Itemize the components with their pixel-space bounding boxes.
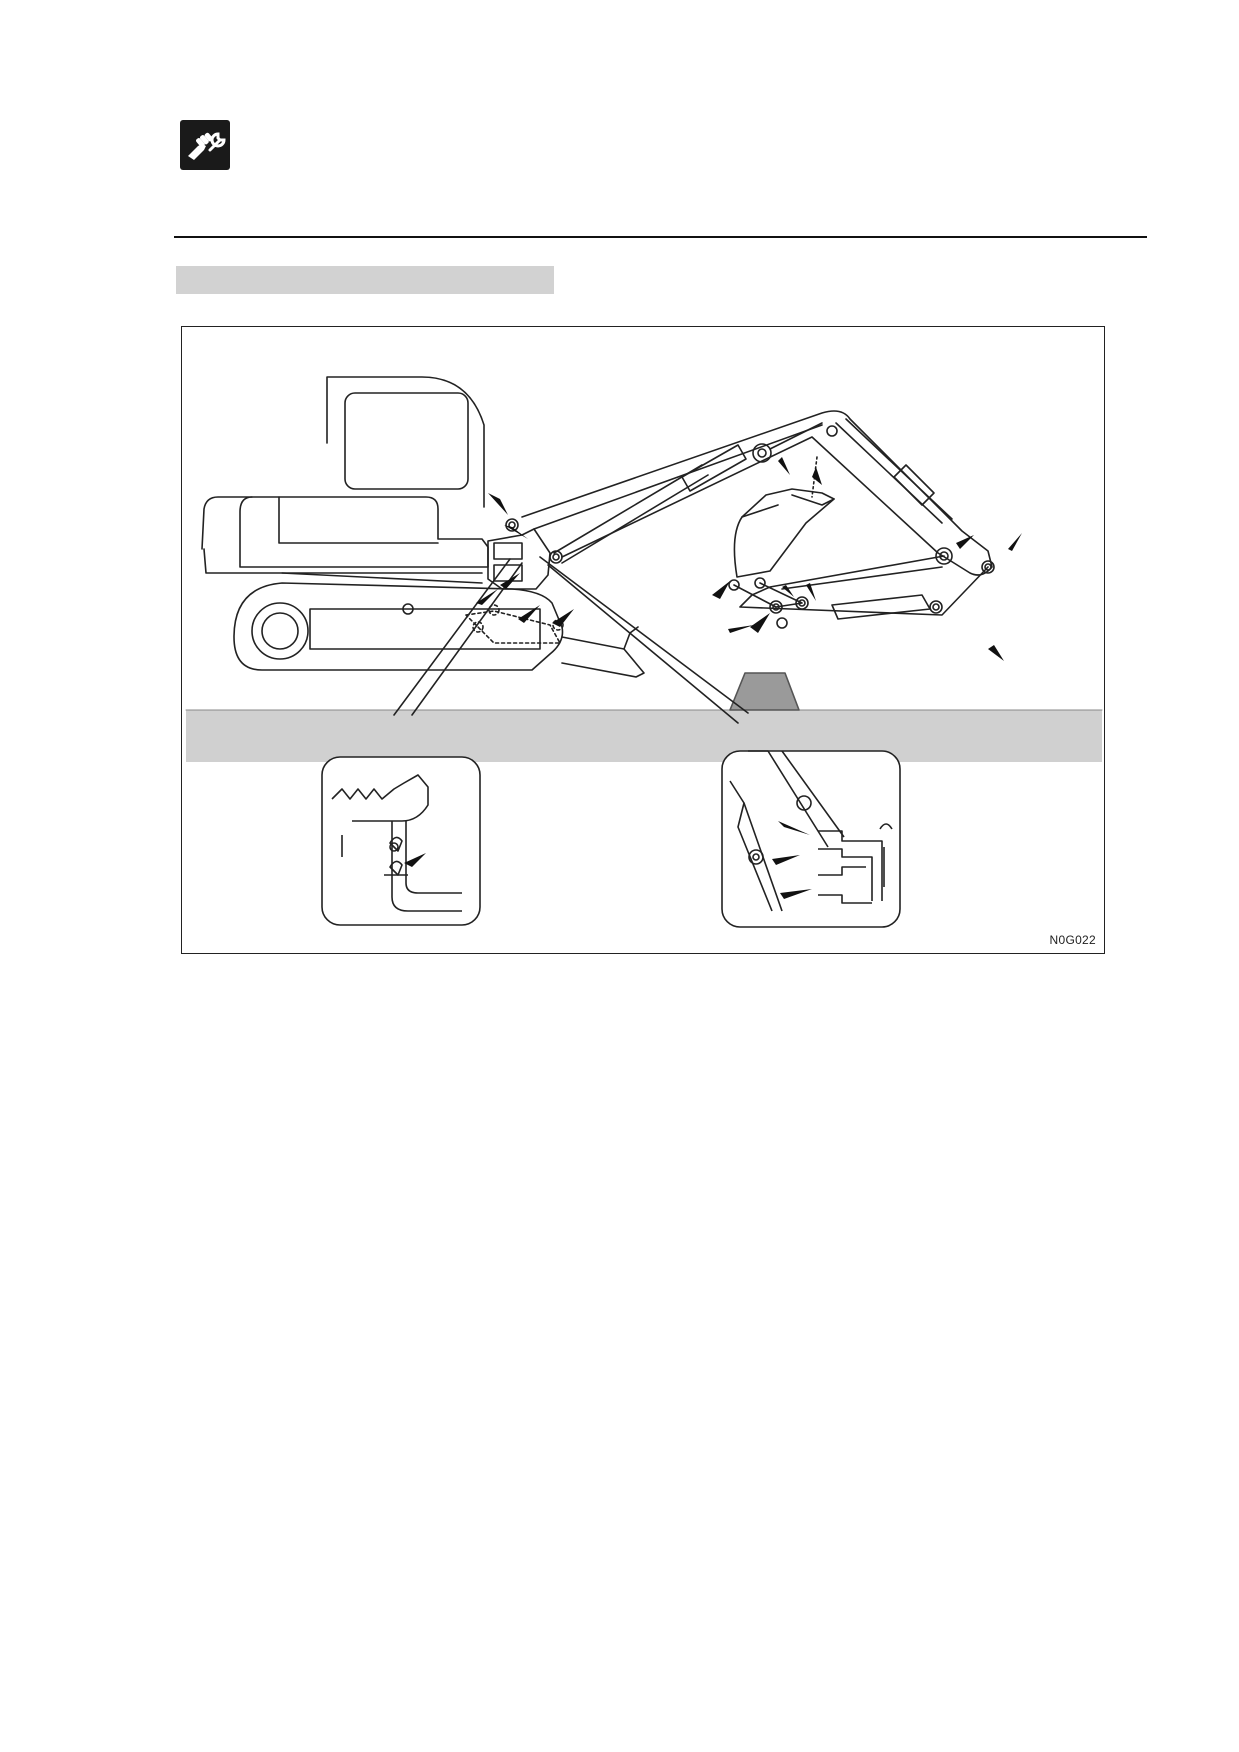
excavator-drawing (185, 376, 1103, 928)
arm-cylinder (893, 464, 935, 506)
figure-code: N0G022 (1049, 933, 1096, 947)
dozer-blade (561, 636, 645, 678)
support-block (729, 672, 800, 711)
callout-leader-left (393, 558, 511, 716)
section-heading-bar (176, 266, 554, 294)
detail-inset-left (321, 756, 481, 926)
track (233, 582, 564, 671)
maintenance-icon (180, 120, 230, 170)
boom (521, 410, 993, 576)
callout-leader-right (539, 556, 749, 714)
ground-band (186, 710, 1102, 762)
detail-inset-right (721, 750, 901, 928)
engine-hood (239, 496, 489, 568)
header-divider (174, 236, 1147, 238)
bucket (733, 488, 835, 578)
grease-point-arrows (476, 457, 1022, 661)
boom-cylinder (681, 444, 747, 492)
excavator-lubrication-figure: N0G022 (181, 326, 1105, 954)
arm (739, 555, 989, 616)
cab-window (344, 392, 469, 490)
bucket-cylinder (831, 594, 931, 620)
cab (326, 376, 485, 508)
